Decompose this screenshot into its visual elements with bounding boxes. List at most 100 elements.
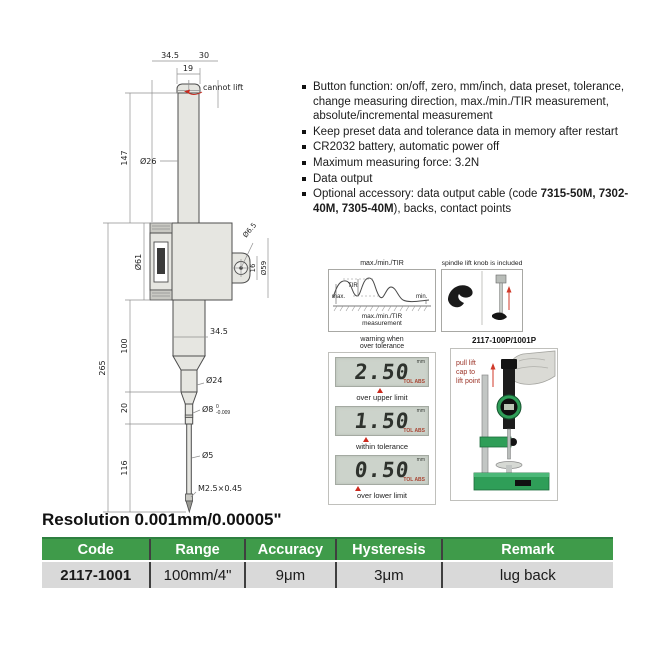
dim-label-20: 20 <box>120 403 129 413</box>
cell-code: 2117-1001 <box>42 561 151 588</box>
lcd-label: over lower limit <box>356 491 407 500</box>
lcd-group-within: 1.50 mm TOL ABS within tolerance <box>329 406 435 451</box>
square-bullet-icon <box>302 145 306 150</box>
col-header-range: Range <box>149 537 245 562</box>
dim-label-dia24: Ø24 <box>206 375 222 385</box>
housing-rib-top <box>149 222 173 234</box>
lcd-unit: mm <box>416 457 425 463</box>
indicator-housing <box>171 222 233 301</box>
stem-groove <box>184 414 194 418</box>
lcd-display: 1.50 mm TOL ABS <box>335 406 429 436</box>
dim-label-dia6-5: Ø6.5 <box>241 221 258 239</box>
lower-tube <box>172 299 206 357</box>
red-pointer-icon <box>355 486 361 491</box>
lcd-display: 0.50 mm TOL ABS <box>335 455 429 485</box>
lcd-mode: TOL ABS <box>403 477 425 483</box>
cone-lower <box>180 391 198 405</box>
lift-cap-shape <box>501 359 517 369</box>
col-header-code: Code <box>42 537 151 562</box>
feature-text: Optional accessory: data output cable (c… <box>313 188 629 215</box>
stand-panel: 2117-100P/1001P pull lift cap to lift po… <box>450 336 558 501</box>
clamp-knob-shape <box>509 438 517 446</box>
stand-panel-title: 2117-100P/1001P <box>471 336 537 345</box>
contact-point <box>185 500 194 514</box>
stem-8 <box>184 403 194 425</box>
technical-drawing: 34.5 30 19 cannot lift 147 100 20 116 26… <box>98 51 269 514</box>
dim-label-34-5-mid: 34.5 <box>210 327 228 336</box>
spindle-cap-shape <box>495 274 507 284</box>
feature-text: Keep preset data and tolerance data in m… <box>313 125 618 138</box>
spindle-panel-title: spindle lift knob is included <box>441 260 523 267</box>
spec-header-row: Code Range Accuracy Hysteresis Remark <box>42 537 613 562</box>
lcd-display: 2.50 mm TOL ABS <box>335 357 429 387</box>
red-pointer-icon <box>363 437 369 442</box>
upper-spindle-tube <box>177 92 200 224</box>
spindle-rod-shape <box>499 282 503 314</box>
stand-note-line3: lift point <box>456 378 480 385</box>
lcd-mode: TOL ABS <box>403 379 425 385</box>
rod-5 <box>186 423 192 495</box>
warning-panel-box: 2.50 mm TOL ABS over upper limit 1.50 mm… <box>328 352 436 505</box>
dim-label-147: 147 <box>120 150 129 165</box>
lcd-unit: mm <box>416 408 425 414</box>
stem-24 <box>180 369 198 393</box>
dim-label-100: 100 <box>120 338 129 353</box>
warning-title-line2: over tolerance <box>359 343 405 350</box>
knob-on-spindle-shape <box>492 312 507 321</box>
cell-accuracy: 9μm <box>243 561 337 588</box>
tir-min-label: min. <box>416 294 428 300</box>
dim-label-265: 265 <box>98 360 107 375</box>
lcd-group-lower: 0.50 mm TOL ABS over lower limit <box>329 455 435 500</box>
feature-list: Button function: on/off, zero, mm/inch, … <box>302 80 640 217</box>
accessory-codes: 7315-50M, 7302-40M, 7305-40M <box>313 188 629 215</box>
spindle-panel-box <box>441 269 523 332</box>
col-header-accuracy: Accuracy <box>243 537 337 562</box>
square-bullet-icon <box>302 160 306 165</box>
dim-label-16: 16 <box>249 263 257 272</box>
dim-label-dia26: Ø26 <box>140 156 156 166</box>
dim-label-thread: M2.5×0.45 <box>198 484 242 493</box>
lcd-label: over upper limit <box>356 393 408 402</box>
warning-title-line1: warning when <box>360 336 404 343</box>
square-bullet-icon <box>302 85 306 89</box>
dim-label-dia8-tol-upper: 0 <box>216 404 219 410</box>
dim-label-19: 19 <box>183 64 193 73</box>
dim-label-30: 30 <box>199 51 209 60</box>
feature-item: Button function: on/off, zero, mm/inch, … <box>302 80 640 124</box>
feature-text: Data output <box>313 172 373 185</box>
lcd-label: within tolerance <box>355 442 409 451</box>
spindle-knob-panel: spindle lift knob is included <box>441 260 523 332</box>
tir-wave-diagram: max. TIR min. max./min./TIR measurement <box>332 277 431 327</box>
housing-rib-bottom <box>149 289 173 301</box>
dim-label-dia59: Ø59 <box>260 261 268 275</box>
stand-illustration: pull lift cap to lift point <box>456 350 556 491</box>
feature-item: Data output <box>302 172 640 187</box>
feature-item: CR2032 battery, automatic power off <box>302 140 640 155</box>
dim-label-dia8: Ø8 <box>202 404 213 414</box>
tir-panel: max./min./TIR max. TIR min. max./min./TI… <box>328 260 436 332</box>
dim-label-34-5-top: 34.5 <box>161 51 179 60</box>
lcd-mode: TOL ABS <box>403 428 425 434</box>
cell-range: 100mm/4" <box>149 561 245 588</box>
column-shape <box>481 374 489 480</box>
cannot-lift-label: cannot lift <box>203 83 243 92</box>
dim-label-dia61: Ø61 <box>133 254 143 270</box>
feature-item: Optional accessory: data output cable (c… <box>302 187 640 216</box>
tir-tir-label: TIR <box>348 283 358 289</box>
spindle-knob-illustration <box>448 271 512 325</box>
feature-item: Maximum measuring force: 3.2N <box>302 156 640 171</box>
square-bullet-icon <box>302 192 306 197</box>
dim-label-dia5: Ø5 <box>202 450 213 460</box>
tir-max-label: max. <box>332 294 345 300</box>
spec-data-row: 2117-1001 100mm/4" 9μm 3μm lug back <box>42 561 613 588</box>
feature-text: CR2032 battery, automatic power off <box>313 141 500 154</box>
bracket-shape <box>479 436 512 448</box>
resolution-heading: Resolution 0.001mm/0.00005" <box>42 510 282 529</box>
tir-caption-line1: max./min./TIR <box>362 313 403 320</box>
base-label-shape <box>515 480 531 486</box>
col-header-remark: Remark <box>440 537 613 562</box>
lift-knob-shape <box>448 285 473 308</box>
tir-caption-line2: measurement <box>362 320 402 326</box>
col-header-hysteresis: Hysteresis <box>335 537 442 562</box>
